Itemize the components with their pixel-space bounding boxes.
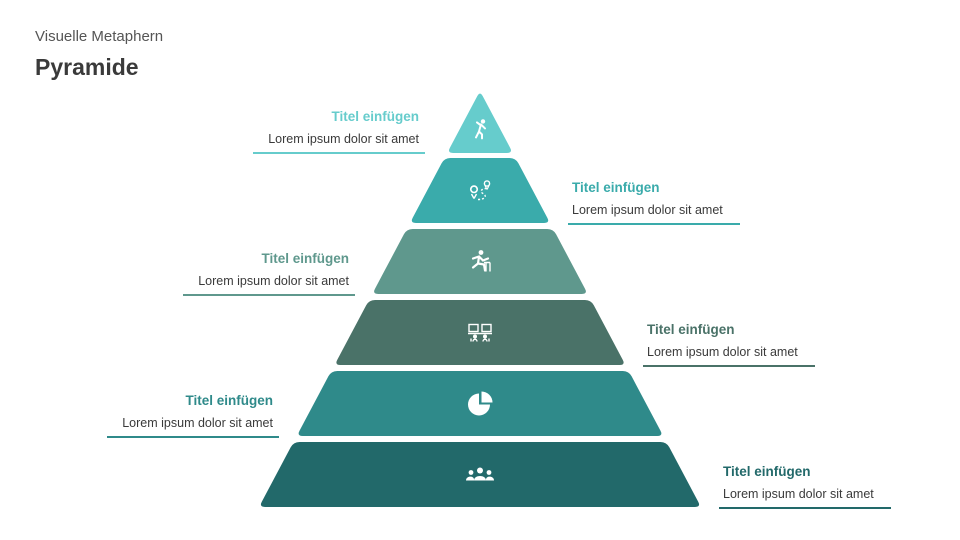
level-1-text: Lorem ipsum dolor sit amet — [268, 132, 419, 146]
level-4-text: Lorem ipsum dolor sit amet — [647, 345, 798, 359]
hurdle-runner-icon — [471, 250, 491, 272]
level-5-callout: Titel einfügen Lorem ipsum dolor sit ame… — [107, 392, 279, 438]
pyramid-level-4 — [336, 300, 624, 365]
level-3-title: Titel einfügen — [261, 251, 349, 266]
pyramid-level-6 — [260, 442, 700, 507]
level-6-text: Lorem ipsum dolor sit amet — [723, 487, 874, 501]
level-3-callout: Titel einfügen Lorem ipsum dolor sit ame… — [183, 250, 355, 296]
person-climbing-icon — [475, 119, 486, 140]
team-icon — [466, 467, 494, 481]
slide-supertitle: Visuelle Metaphern — [35, 28, 164, 45]
level-1-underline — [253, 152, 425, 154]
level-4-underline — [643, 365, 815, 367]
pie-chart-icon — [468, 391, 493, 416]
level-4-title: Titel einfügen — [647, 322, 735, 337]
level-4-callout: Titel einfügen Lorem ipsum dolor sit ame… — [643, 321, 815, 367]
level-1-title: Titel einfügen — [331, 109, 419, 124]
level-3-underline — [183, 294, 355, 296]
level-2-text: Lorem ipsum dolor sit amet — [572, 203, 723, 217]
level-1-callout: Titel einfügen Lorem ipsum dolor sit ame… — [253, 108, 425, 154]
pyramid-level-5 — [298, 371, 662, 436]
level-6-callout: Titel einfügen Lorem ipsum dolor sit ame… — [719, 463, 891, 509]
level-5-text: Lorem ipsum dolor sit amet — [122, 416, 273, 430]
pyramid-level-1 — [448, 93, 512, 153]
level-3-text: Lorem ipsum dolor sit amet — [198, 274, 349, 288]
level-5-underline — [107, 436, 279, 438]
level-6-underline — [719, 507, 891, 509]
pyramid-level-2 — [411, 158, 549, 223]
pyramid-level-3 — [374, 229, 586, 294]
level-6-title: Titel einfügen — [723, 464, 811, 479]
level-5-title: Titel einfügen — [185, 393, 273, 408]
slide-title: Pyramide — [35, 54, 139, 80]
level-2-callout: Titel einfügen Lorem ipsum dolor sit ame… — [568, 179, 740, 225]
level-2-underline — [568, 223, 740, 225]
presentation-icon — [468, 323, 492, 342]
route-pin-icon — [470, 180, 491, 201]
level-2-title: Titel einfügen — [572, 180, 660, 195]
